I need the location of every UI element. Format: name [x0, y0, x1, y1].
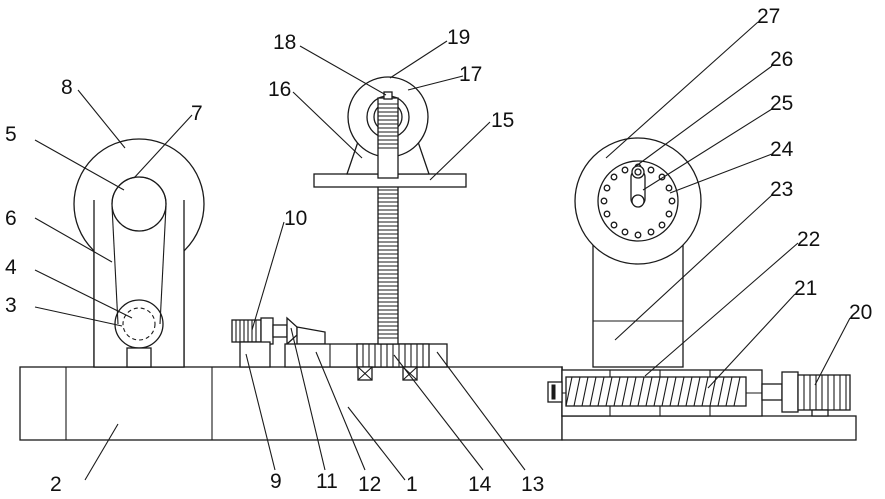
callout-27: 27: [757, 5, 780, 28]
callout-6: 6: [5, 207, 17, 230]
callout-9: 9: [270, 470, 282, 493]
callout-15: 15: [491, 109, 514, 132]
callout-17: 17: [459, 63, 482, 86]
callout-16: 16: [268, 78, 291, 101]
callout-7: 7: [191, 102, 203, 125]
callout-11: 11: [316, 470, 338, 493]
callout-13: 13: [521, 473, 544, 496]
callout-2: 2: [50, 473, 62, 496]
callout-4: 4: [5, 256, 17, 279]
callout-3: 3: [5, 294, 17, 317]
callout-8: 8: [61, 76, 73, 99]
callout-21: 21: [794, 277, 817, 300]
callout-14: 14: [468, 473, 492, 496]
central-lift: [232, 77, 466, 380]
callout-18: 18: [273, 31, 296, 54]
callout-19: 19: [447, 26, 470, 49]
callout-24: 24: [770, 138, 794, 161]
callout-5: 5: [5, 123, 17, 146]
horizontal-screw: [566, 377, 746, 406]
callout-1: 1: [406, 473, 418, 496]
callout-12: 12: [358, 473, 381, 496]
callout-22: 22: [797, 228, 820, 251]
callout-23: 23: [770, 178, 793, 201]
callout-20: 20: [849, 301, 872, 324]
callout-10: 10: [284, 207, 307, 230]
callout-26: 26: [770, 48, 793, 71]
callout-25: 25: [770, 92, 793, 115]
